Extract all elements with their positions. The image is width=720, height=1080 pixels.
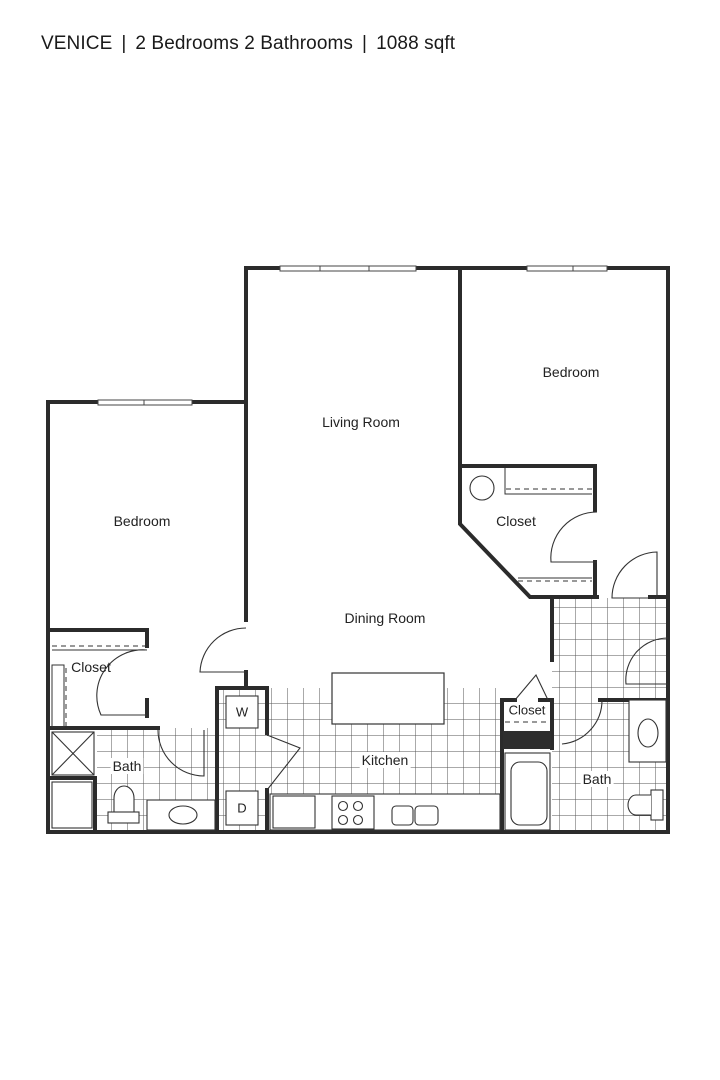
sink bbox=[391, 805, 414, 826]
label-living-room: Living Room bbox=[322, 414, 400, 430]
plan-layout: 2 Bedrooms 2 Bathrooms bbox=[135, 33, 354, 54]
label-kitchen: Kitchen bbox=[359, 752, 411, 768]
label-closet-small: Closet bbox=[506, 702, 548, 718]
label-closet-left: Closet bbox=[71, 659, 111, 675]
plan-title: VENICE | 2 Bedrooms 2 Bathrooms | 1088 sqft bbox=[41, 33, 455, 55]
plan-area: 1088 sqft bbox=[376, 33, 456, 54]
stove bbox=[331, 795, 375, 830]
plan-name: VENICE bbox=[41, 33, 113, 54]
label-bath-right: Bath bbox=[580, 771, 614, 787]
closet-rods bbox=[52, 488, 592, 726]
label-bedroom-right: Bedroom bbox=[542, 364, 600, 380]
refrigerator bbox=[272, 795, 316, 829]
title-separator: | bbox=[121, 33, 127, 54]
label-washer: W bbox=[235, 704, 249, 720]
label-bath-left: Bath bbox=[110, 758, 144, 774]
bath-fixtures-right bbox=[504, 699, 667, 831]
mechanical-block bbox=[503, 731, 551, 749]
doors bbox=[96, 511, 669, 791]
label-closet-right: Closet bbox=[496, 513, 536, 529]
laundry-appliances bbox=[225, 695, 259, 826]
washer bbox=[225, 695, 259, 729]
windows bbox=[97, 265, 608, 406]
bath-fixtures-left bbox=[51, 731, 216, 831]
kitchen-counter bbox=[269, 793, 501, 831]
dryer bbox=[225, 790, 259, 826]
water-heater bbox=[469, 475, 495, 501]
label-dryer: D bbox=[237, 800, 247, 816]
label-dining-room: Dining Room bbox=[344, 610, 426, 626]
label-bedroom-left: Bedroom bbox=[113, 513, 171, 529]
title-separator: | bbox=[362, 33, 368, 54]
kitchen-island bbox=[331, 672, 445, 725]
